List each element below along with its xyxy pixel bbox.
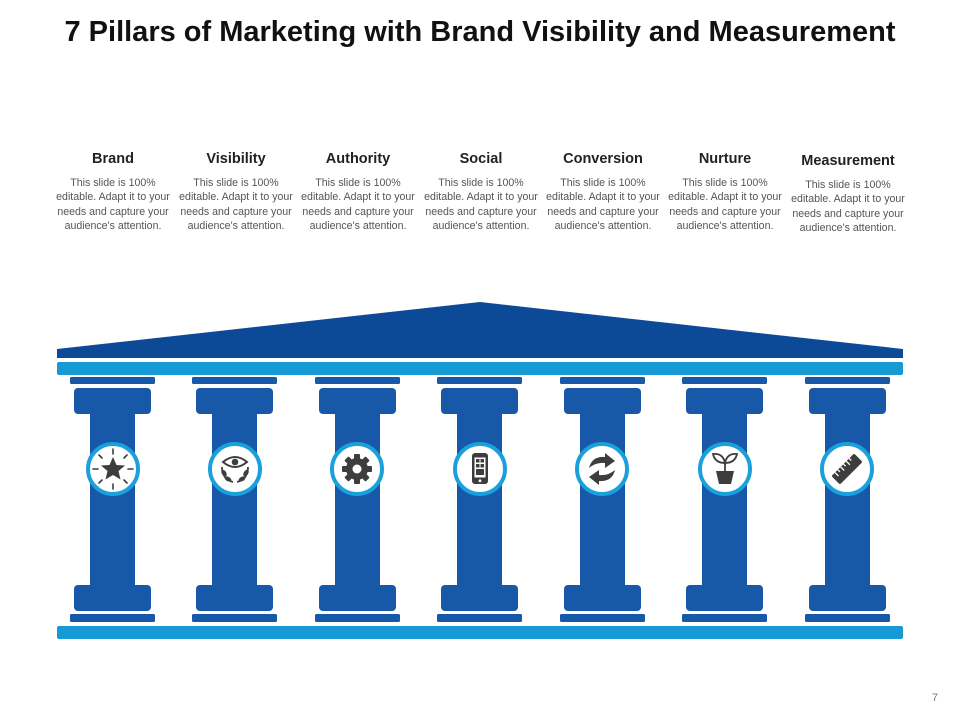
pillar-text-measurement: Measurement This slide is 100% editable.…: [787, 152, 909, 236]
pillar-description: This slide is 100% editable. Adapt it to…: [546, 177, 660, 233]
pillar-column-conversion: [560, 377, 645, 622]
star-icon: [86, 442, 140, 496]
pillar-description: This slide is 100% editable. Adapt it to…: [301, 177, 415, 233]
pillar-text-visibility: Visibility This slide is 100% editable. …: [175, 150, 297, 234]
temple-base: [57, 626, 903, 639]
pillar-text-brand: Brand This slide is 100% editable. Adapt…: [52, 150, 174, 234]
pillar-name: Conversion: [563, 151, 643, 167]
pillar-name: Social: [459, 151, 503, 167]
pillar-column-visibility: [192, 377, 277, 622]
pillar-name: Authority: [325, 151, 391, 167]
page-number: 7: [931, 692, 938, 704]
pillar-column-nurture: [682, 377, 767, 622]
ruler-icon: [820, 442, 874, 496]
pillar-description: This slide is 100% editable. Adapt it to…: [791, 179, 905, 235]
pillar-name: Visibility: [206, 151, 266, 167]
plant-pot-icon: [698, 442, 752, 496]
exchange-arrows-icon: [575, 442, 629, 496]
temple-cornice: [57, 362, 903, 375]
pillar-description: This slide is 100% editable. Adapt it to…: [179, 177, 293, 233]
pillar-description: This slide is 100% editable. Adapt it to…: [56, 177, 170, 233]
pillar-name: Nurture: [698, 151, 752, 167]
pillar-description: This slide is 100% editable. Adapt it to…: [668, 177, 782, 233]
pillar-text-conversion: Conversion This slide is 100% editable. …: [542, 150, 664, 234]
pillar-text-authority: Authority This slide is 100% editable. A…: [297, 150, 419, 234]
gear-icon: [330, 442, 384, 496]
pillar-column-authority: [315, 377, 400, 622]
pillar-name: Measurement: [801, 153, 895, 169]
pillar-column-measurement: [805, 377, 890, 622]
eye-laurel-icon: [208, 442, 262, 496]
smartphone-icon: [453, 442, 507, 496]
pillar-description: This slide is 100% editable. Adapt it to…: [424, 177, 538, 233]
temple-roof: [57, 302, 903, 358]
pillar-column-brand: [70, 377, 155, 622]
pillar-name: Brand: [92, 151, 134, 167]
pillar-column-social: [437, 377, 522, 622]
slide-title: 7 Pillars of Marketing with Brand Visibi…: [64, 16, 896, 48]
pillar-text-nurture: Nurture This slide is 100% editable. Ada…: [664, 150, 786, 234]
pillar-text-social: Social This slide is 100% editable. Adap…: [420, 150, 542, 234]
